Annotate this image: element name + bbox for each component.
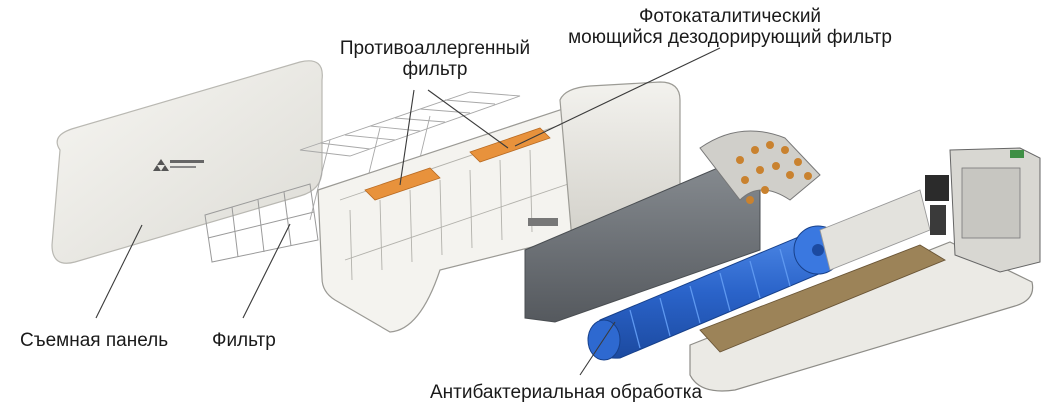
label-antiallergen: Противоаллергенный фильтр (320, 38, 550, 80)
label-photocatalytic-line1: Фотокаталитический (560, 6, 900, 27)
leader-antiallergen-2 (428, 90, 508, 148)
leader-filter (243, 224, 290, 318)
label-photocatalytic-line2: моющийся дезодорирующий фильтр (560, 27, 900, 48)
label-antiallergen-line2: фильтр (320, 59, 550, 80)
label-filter: Фильтр (212, 330, 276, 351)
label-antibacterial: Антибактериальная обработка (430, 382, 702, 403)
label-antiallergen-line1: Противоаллергенный (320, 38, 550, 59)
label-removable-panel: Съемная панель (20, 330, 168, 351)
label-photocatalytic: Фотокаталитический моющийся дезодорирующ… (560, 6, 900, 48)
removable-panel (52, 61, 322, 263)
